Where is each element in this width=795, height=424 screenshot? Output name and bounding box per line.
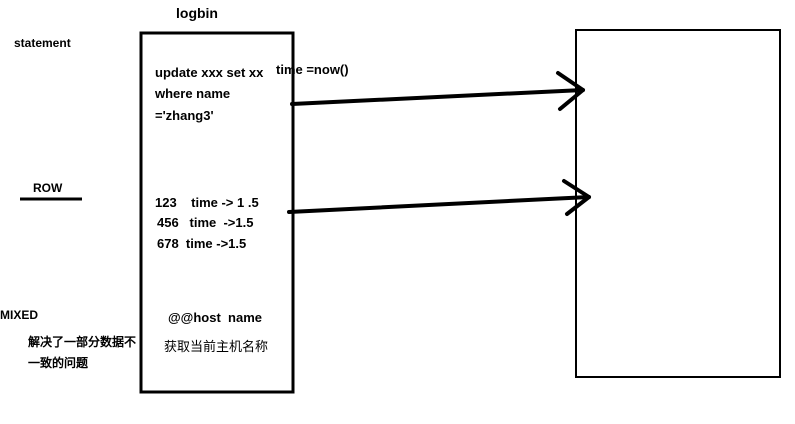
- mixed-note-line2: 一致的问题: [28, 356, 89, 370]
- row-label: ROW: [33, 181, 63, 195]
- mixed-line1: @@host name: [168, 310, 262, 325]
- row-line-3: 678 time ->1.5: [157, 236, 247, 251]
- arrow-row: [287, 179, 591, 216]
- statement-line3: ='zhang3': [155, 108, 214, 123]
- row-line-1: 123 time -> 1 .5: [155, 195, 259, 210]
- arrow-statement: [290, 71, 585, 111]
- mixed-label: MIXED: [0, 308, 39, 322]
- target-box: [575, 29, 781, 378]
- statement-label: statement: [14, 36, 71, 50]
- row-line-2: 456 time ->1.5: [157, 215, 254, 230]
- statement-line2: where name: [155, 86, 231, 101]
- logbin-title: logbin: [176, 5, 218, 21]
- mixed-note-line1: 解决了一部分数据不: [28, 335, 137, 349]
- mixed-line2: 获取当前主机名称: [164, 340, 269, 355]
- statement-line1-extra: time =now(): [276, 62, 349, 77]
- statement-line1: update xxx set xx: [155, 65, 264, 80]
